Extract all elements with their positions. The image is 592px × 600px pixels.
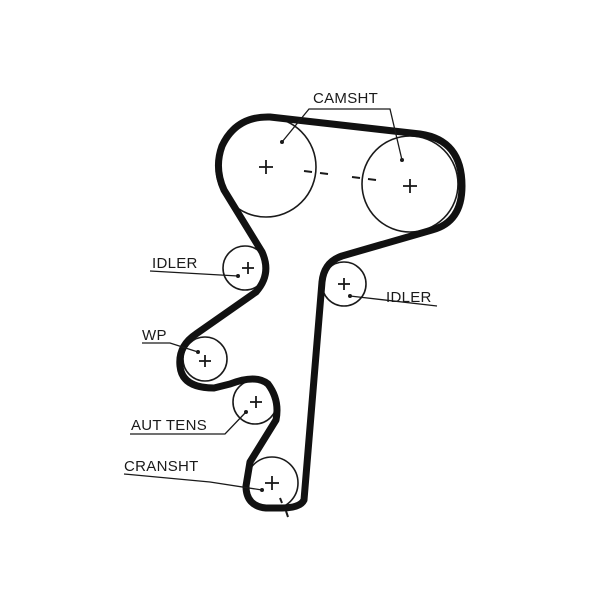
water-pump-leader (142, 342, 199, 353)
auto-tensioner-dot (244, 410, 248, 414)
crankshaft-leader (123, 473, 263, 491)
crankshaft-timing-mark-lower (285, 510, 289, 518)
idler-right-leader (349, 295, 438, 307)
camshaft-label: CAMSHT (313, 90, 378, 107)
camshaft-leader (281, 108, 403, 161)
idler-right-label: IDLER (386, 289, 432, 306)
idler-left-leader (149, 270, 239, 277)
auto-tensioner-leader (130, 411, 247, 435)
water-pump-center-mark (199, 355, 211, 367)
crankshaft-label: CRANSHT (124, 458, 199, 475)
idler-right-center-mark (338, 278, 350, 290)
camshaft-right-center-mark (403, 179, 417, 193)
camshaft-alignment-line (303, 170, 377, 181)
water-pump-dot (196, 350, 200, 354)
idler-left-center-mark (242, 262, 254, 274)
timing-belt (176, 113, 466, 512)
water-pump-label: WP (142, 327, 167, 344)
crankshaft-center-mark (265, 476, 279, 490)
crankshaft-timing-mark-upper (279, 497, 283, 504)
camshaft-right-dot (400, 158, 404, 162)
camshaft-left-center-mark (259, 160, 273, 174)
auto-tensioner-center-mark (250, 396, 262, 408)
idler-left-dot (236, 274, 240, 278)
crankshaft-dot (260, 488, 264, 492)
auto-tensioner-label: AUT TENS (131, 417, 207, 434)
idler-right-dot (348, 294, 352, 298)
idler-left-label: IDLER (152, 255, 198, 272)
camshaft-left-dot (280, 140, 284, 144)
